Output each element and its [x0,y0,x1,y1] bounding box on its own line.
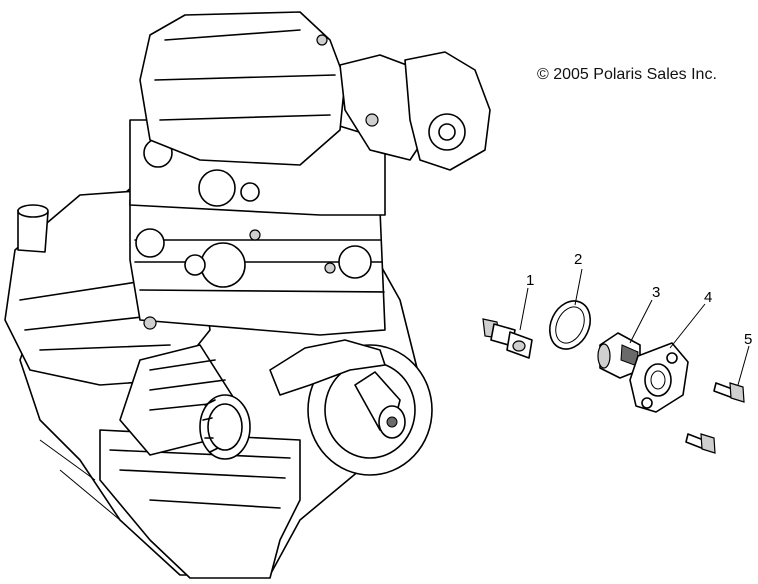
oil-filter [199,394,251,460]
copyright-notice: © 2005 Polaris Sales Inc. [537,66,717,83]
callout-number-5: 5 [744,331,752,348]
part-3-thermostat [597,332,641,379]
callout-number-2: 2 [574,251,582,268]
throttle-body [404,51,491,171]
engine-assembly [4,11,491,579]
callout-number-1: 1 [526,272,534,289]
part-1-temperature-sensor [482,318,533,359]
part-5-bolt-upper [713,382,745,403]
callout-5-leader [737,345,750,386]
callout-3-leader [629,299,653,344]
callout-2-leader [574,268,583,306]
callout-number-3: 3 [652,284,660,301]
valve-cover [139,11,346,166]
callout-4-leader [669,303,706,349]
part-4-thermostat-housing [629,342,689,413]
coolant-hose [269,339,386,396]
part-2-o-ring [548,300,592,350]
callout-number-4: 4 [704,289,712,306]
part-5-bolt-lower [685,433,716,454]
oil-pan [99,429,301,579]
callout-1-leader [519,287,529,331]
